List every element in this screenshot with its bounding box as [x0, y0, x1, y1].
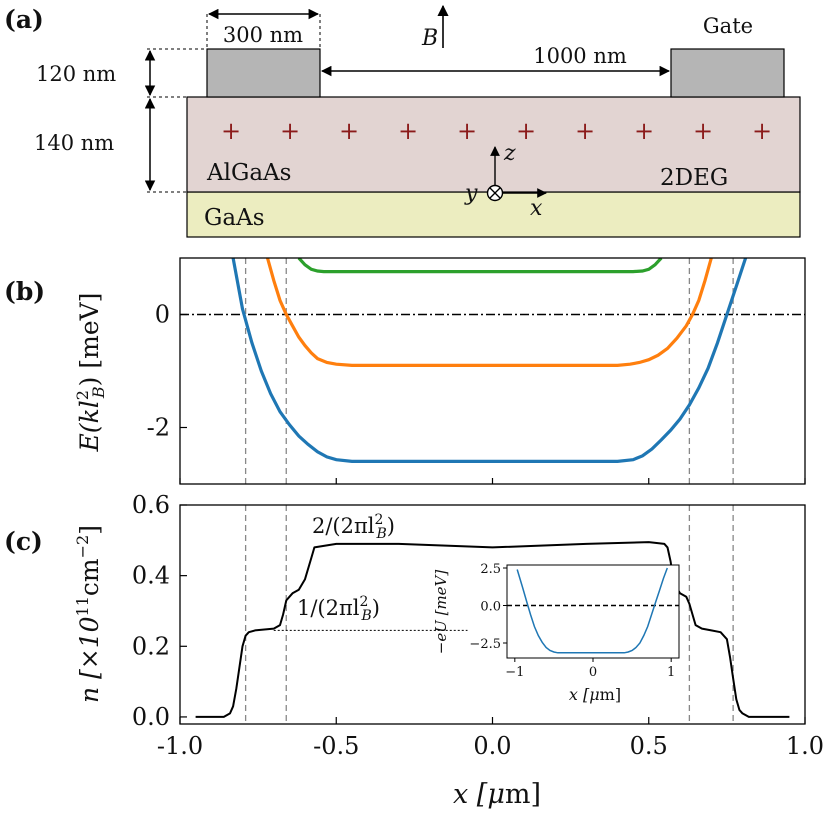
panel-b-ylabel: E(kl2B) [meV]	[73, 293, 108, 453]
density-curve	[195, 541, 790, 718]
gap-label: 1000 nm	[533, 44, 627, 68]
panel-c-xlabel: x [μm]	[453, 779, 541, 810]
algaas-layer	[186, 96, 801, 193]
inset-xtick-label: 1	[667, 665, 675, 680]
axis-y-label: y	[464, 181, 478, 206]
panel-c-ytick-label: 0.6	[132, 491, 170, 519]
panel-c-xtick-label: -1.0	[157, 732, 203, 760]
landau-level-0	[231, 258, 748, 463]
donor-plus: +	[634, 117, 654, 145]
landau-level-2	[297, 258, 663, 274]
panel-c-frame	[179, 504, 806, 725]
donor-plus: +	[457, 117, 477, 145]
inset-xtick-label: −1	[505, 665, 524, 680]
landau-level-1	[265, 258, 713, 367]
donor-plus: +	[693, 117, 713, 145]
panel-c-ylabel: n [×1011cm−2]	[73, 525, 104, 703]
panel-b-ytick-label: 0	[155, 301, 170, 329]
panel-c-ytick-label: 0.2	[132, 632, 170, 660]
inset-ytick-label: 2.5	[480, 562, 501, 577]
donor-plus: +	[752, 117, 772, 145]
gaas-label: GaAs	[204, 205, 265, 231]
inset-ytick-label: −2.5	[469, 637, 501, 652]
donor-plus: +	[221, 117, 241, 145]
panel-c-xtick-label: 1.0	[786, 732, 824, 760]
inset: 2.5 0.0 −2.5 −1 0 1 −eU [meV] x [μm]	[432, 562, 680, 704]
b-field-label: B	[421, 26, 438, 51]
panel-c-xtick-label: 0.0	[473, 732, 511, 760]
panel-c-xtick-label: -0.5	[313, 732, 359, 760]
axis-z-label: z	[503, 141, 516, 166]
panel-a: (a) 300 nm 1000 nm Gate B 120 nm 140 nm …	[4, 4, 801, 238]
donor-plus: +	[398, 117, 418, 145]
panel-c-label: (c)	[4, 527, 43, 556]
panel-a-label: (a)	[4, 5, 44, 34]
donor-plus: +	[280, 117, 300, 145]
donor-plus: +	[575, 117, 595, 145]
inset-plot-area: 2.5 0.0 −2.5 −1 0 1	[469, 562, 679, 680]
inset-potential-curve	[516, 567, 669, 654]
donor-charges: + + + + + + + + + +	[221, 117, 772, 145]
panel-c-xtick-label: 0.5	[630, 732, 668, 760]
donor-plus: +	[516, 117, 536, 145]
gate-width-label: 300 nm	[223, 23, 303, 47]
panel-b-label: (b)	[4, 277, 45, 306]
inset-ylabel: −eU [meV]	[432, 570, 450, 655]
donor-plus: +	[339, 117, 359, 145]
panel-b-frame	[179, 257, 806, 485]
gate-label: Gate	[703, 14, 753, 38]
panel-b: (b) E(kl2B) [meV] 0 -2	[4, 257, 806, 485]
panel-b-plot-area: 0 -2	[147, 258, 806, 484]
panel-b-ytick-label: -2	[147, 414, 170, 442]
coordinate-axes: z x y	[464, 141, 547, 221]
algaas-thickness-label: 140 nm	[34, 131, 114, 155]
inset-xtick-label: 0	[589, 665, 597, 680]
inset-ytick-label: 0.0	[480, 600, 501, 615]
gate-height-label: 120 nm	[36, 62, 116, 86]
twodeg-label: 2DEG	[660, 165, 728, 191]
inset-xlabel: x [μm]	[569, 685, 621, 704]
gate-left	[206, 48, 321, 98]
inset-background	[507, 565, 679, 658]
panel-c-ytick-label: 0.0	[132, 703, 170, 731]
algaas-label: AlGaAs	[206, 160, 291, 186]
panel-c-plot-area: 0.0 0.2 0.4 0.6 -1.0 -0.5 0.0 0.5 1.0	[132, 491, 824, 760]
inset-frame	[506, 564, 680, 659]
axis-x-label: x	[530, 196, 543, 221]
panel-c-ytick-label: 0.4	[132, 562, 170, 590]
gate-right	[670, 48, 785, 98]
